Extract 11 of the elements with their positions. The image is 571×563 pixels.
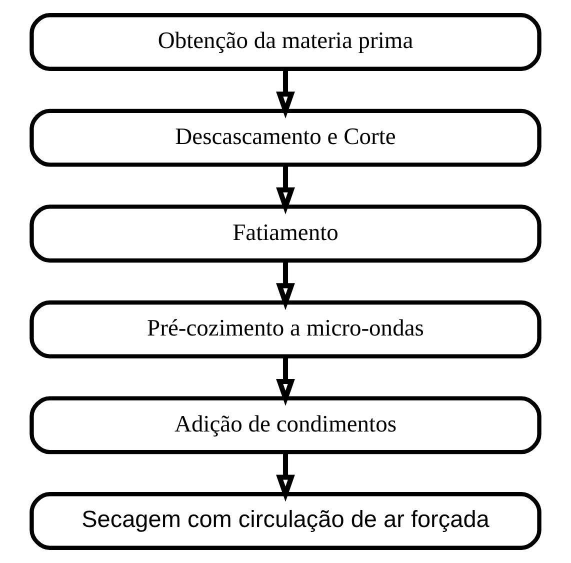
arrow	[276, 452, 295, 502]
arrow	[276, 260, 295, 310]
node-box: Obtenção da materia prima	[30, 13, 542, 71]
node-box: Pré-cozimento a micro-ondas	[30, 300, 542, 358]
arrow	[276, 356, 295, 406]
node-box: Adição de condimentos	[30, 396, 542, 454]
node-box: Fatiamento	[30, 204, 542, 263]
arrow	[276, 68, 295, 119]
arrow	[276, 164, 295, 214]
node-box: Secagem com circulação de ar forçada	[30, 492, 542, 550]
node-box: Descascamento e Corte	[30, 108, 542, 167]
